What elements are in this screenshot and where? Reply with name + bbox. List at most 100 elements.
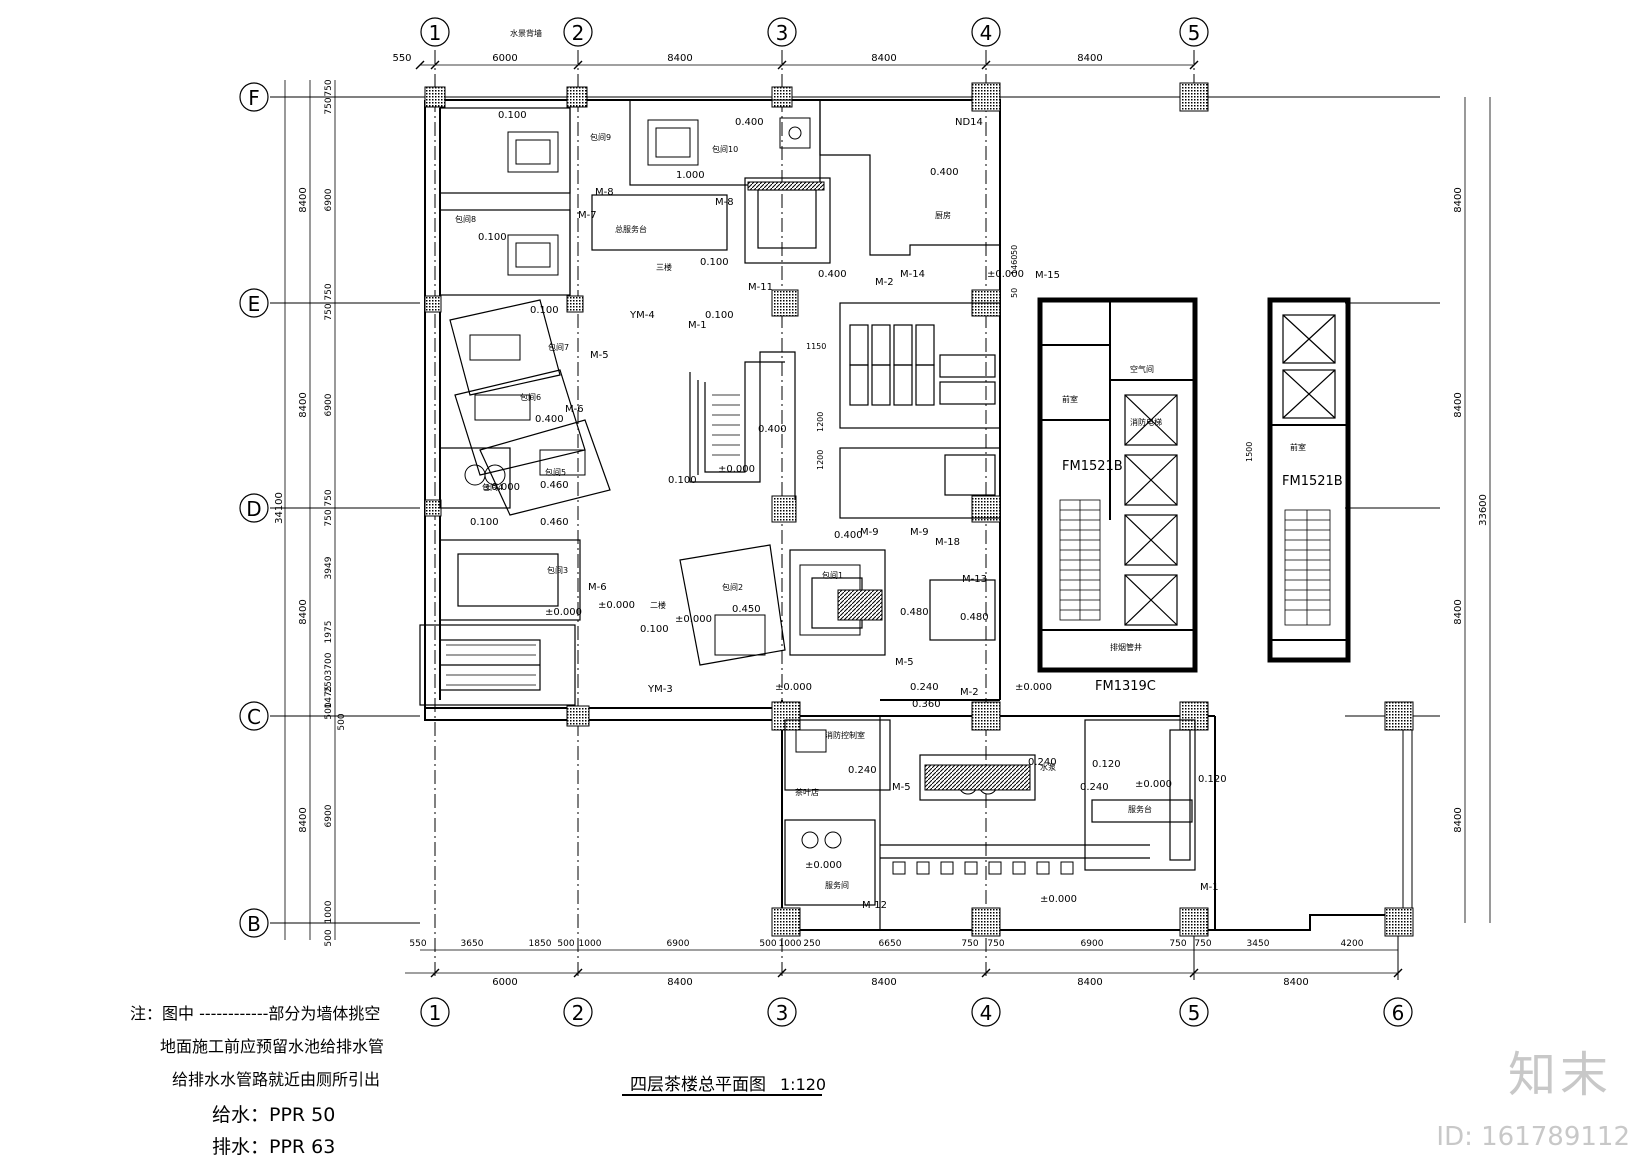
axis-label-bottom-1: 1	[429, 1001, 442, 1025]
elev-34: 0.240	[1080, 782, 1109, 793]
axis-label-top-5: 5	[1188, 21, 1201, 45]
elev-29: 0.360	[912, 699, 941, 710]
room-baojian5: 包间5	[545, 467, 566, 477]
fire-door-1: FM1521B	[1062, 459, 1123, 474]
dim-left-s1: 8400	[298, 392, 309, 417]
door-m1: M-1	[688, 320, 707, 331]
axis-label-left-f: F	[248, 86, 260, 110]
door-m8b: M-8	[715, 197, 734, 208]
dim-bd-4: 1000	[579, 939, 602, 949]
elev-4: 0.400	[930, 167, 959, 178]
door-m1b: M-1	[1200, 882, 1219, 893]
dim-left-d11: 250	[324, 675, 334, 692]
dim-bd-0: 550	[409, 939, 426, 949]
room-anteroom-1: 前室	[1062, 394, 1078, 404]
axis-grid	[270, 50, 1440, 980]
dim-bd-6: 500	[759, 939, 776, 949]
door-m15: M-15	[1035, 270, 1060, 281]
elev-22: ±0.000	[675, 614, 712, 625]
note-line-1: 注：图中 ------------部分为墙体挑空	[130, 1004, 381, 1023]
axis-label-bottom-4: 4	[980, 1001, 993, 1025]
room-kitchen: 厨房	[935, 210, 951, 220]
room-control: 消防控制室	[825, 730, 865, 740]
elev-14: 0.100	[668, 475, 697, 486]
door-m12: M-12	[862, 900, 887, 911]
axis-label-left-d: D	[246, 497, 261, 521]
room-baojian9: 包间9	[590, 132, 611, 142]
elev-6: 0.100	[700, 257, 729, 268]
elev-30: ±0.000	[1015, 682, 1052, 693]
door-m5c: M-5	[892, 782, 911, 793]
elev-38: ±0.000	[1040, 894, 1077, 905]
dim-left-d6: 750	[324, 489, 334, 506]
room-baojian8: 包间8	[455, 214, 476, 224]
room-baojian1: 包间1	[822, 570, 843, 580]
fire-door-3: FM1319C	[1095, 679, 1156, 694]
drawing-scale: 1:120	[780, 1075, 827, 1094]
door-m18: M-18	[935, 537, 960, 548]
elev-35: ±0.000	[1135, 779, 1172, 790]
dim-bd-5: 6900	[667, 939, 690, 949]
dim-bottom-2: 8400	[871, 977, 896, 988]
room-baojian6: 包间6	[520, 392, 541, 402]
dim-right-s2: 8400	[1453, 599, 1464, 624]
interior-walls	[419, 99, 1196, 930]
axis-label-bottom-5: 5	[1188, 1001, 1201, 1025]
dim-left-d13: 500	[324, 702, 334, 719]
elev-16: ±0.000	[483, 482, 520, 493]
elev-36: 0.120	[1198, 774, 1227, 785]
elev-8: ±0.000	[987, 269, 1024, 280]
misc-1150: 1150	[806, 342, 826, 351]
note-line-2: 地面施工前应预留水池给排水管	[160, 1037, 385, 1056]
note-line-3: 给排水水管路就近由厕所引出	[172, 1070, 381, 1089]
dim-bd-9: 6650	[879, 939, 902, 949]
dim-left-d4: 750	[324, 303, 334, 320]
room-labels: 包间9 包间10 包间8 包间7 包间6 包间5 包间4 包间3 包间2 包间1…	[455, 132, 1306, 890]
room-fire-elevator: 消防电梯	[1130, 417, 1162, 427]
axis-label-bottom-3: 3	[776, 1001, 789, 1025]
dim-top-2: 8400	[667, 53, 692, 64]
dim-top-0: 550	[392, 53, 411, 64]
dim-right-total: 33600	[1478, 494, 1489, 526]
dim-left-d5: 6900	[324, 393, 334, 416]
elev-13: ±0.000	[718, 464, 755, 475]
dim-left-d7: 750	[324, 509, 334, 526]
dim-bd-10: 750	[961, 939, 978, 949]
door-m6: M-6	[565, 404, 584, 415]
elev-20: ±0.000	[545, 607, 582, 618]
dim-bd-8: 250	[803, 939, 820, 949]
door-m2b: M-2	[960, 687, 979, 698]
furniture	[464, 117, 1074, 875]
room-air: 空气间	[1130, 364, 1154, 374]
dim-right-s1: 8400	[1453, 392, 1464, 417]
dim-left-d16: 1000	[324, 900, 334, 923]
door-ym4: YM-4	[629, 310, 655, 321]
room-erlou: 二楼	[650, 600, 666, 610]
watermark-logo: 知末	[1507, 1047, 1612, 1103]
door-nd14: ND14	[955, 117, 983, 128]
axis-label-top-3: 3	[776, 21, 789, 45]
axis-label-left-c: C	[247, 705, 261, 729]
room-baojian10: 包间10	[712, 144, 738, 154]
misc-50a: 50	[1010, 245, 1019, 255]
dim-top-4: 8400	[1077, 53, 1102, 64]
dim-bd-1: 3650	[461, 939, 484, 949]
title-underline	[622, 1094, 822, 1096]
door-m5b: M-5	[895, 657, 914, 668]
dim-left-d3: 750	[324, 283, 334, 300]
elev-23: 0.450	[732, 604, 761, 615]
elev-15: 0.460	[540, 480, 569, 491]
elev-25: 0.480	[960, 612, 989, 623]
misc-1460: 1460	[1010, 255, 1019, 275]
core-stairs	[446, 394, 1331, 686]
structural-columns	[424, 82, 1414, 937]
axis-bubbles-top	[420, 17, 1209, 47]
dim-left-d1: 750	[324, 97, 334, 114]
dim-bd-16: 4200	[1341, 939, 1364, 949]
elev-12: 0.400	[758, 424, 787, 435]
dim-left-s3: 8400	[298, 807, 309, 832]
dim-bd-12: 6900	[1081, 939, 1104, 949]
dim-left-d2: 6900	[324, 188, 334, 211]
room-service: 服务间	[825, 880, 849, 890]
